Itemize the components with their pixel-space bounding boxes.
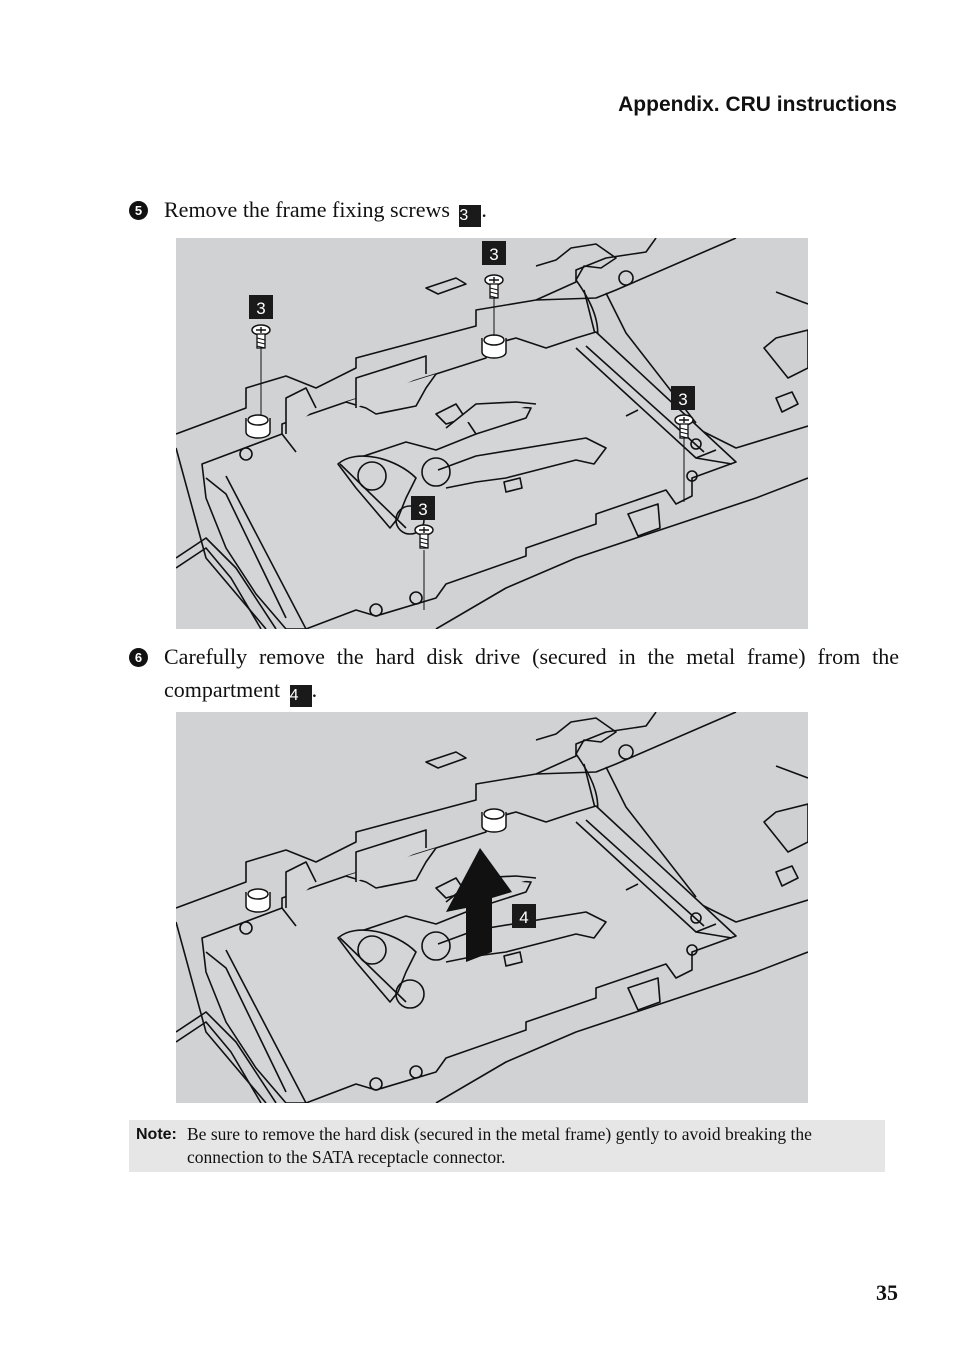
step-6: 6 Carefully remove the hard disk drive (… <box>129 640 899 707</box>
callout-tag: 4 <box>289 685 312 707</box>
screw-icon <box>251 324 271 349</box>
lift-arrow-icon <box>446 848 512 962</box>
callout-3-left: 3 <box>249 295 273 319</box>
note-box: Note: Be sure to remove the hard disk (s… <box>129 1120 885 1172</box>
callout-3-top: 3 <box>482 241 506 265</box>
page-header: Appendix. CRU instructions <box>618 93 897 116</box>
callout-4: 4 <box>512 904 536 928</box>
step-5: 5 Remove the frame fixing screws 3. <box>129 193 899 227</box>
page-number: 35 <box>876 1280 898 1305</box>
note-label: Note: <box>136 1126 177 1143</box>
note-text: Be sure to remove the hard disk (secured… <box>187 1124 812 1167</box>
step-number-badge: 5 <box>129 201 148 220</box>
figure-remove-hdd: 4 <box>176 712 808 1103</box>
svg-text:3: 3 <box>418 500 427 519</box>
svg-text:3: 3 <box>678 390 687 409</box>
callout-tag: 3 <box>459 205 482 227</box>
figure-remove-screws: 3 3 3 3 <box>176 238 808 629</box>
svg-text:4: 4 <box>519 908 528 927</box>
svg-text:3: 3 <box>489 245 498 264</box>
step-number-badge: 6 <box>129 648 148 667</box>
hdd-compartment-illustration: 3 3 3 3 <box>176 238 808 629</box>
screw-icon <box>484 274 504 299</box>
step-text: Carefully remove the hard disk drive (se… <box>164 640 899 707</box>
callout-3-bottom: 3 <box>411 496 435 520</box>
callout-3-right: 3 <box>671 386 695 410</box>
step-text: Remove the frame fixing screws 3. <box>164 193 899 227</box>
hdd-removal-illustration: 4 <box>176 712 808 1103</box>
svg-text:3: 3 <box>256 299 265 318</box>
